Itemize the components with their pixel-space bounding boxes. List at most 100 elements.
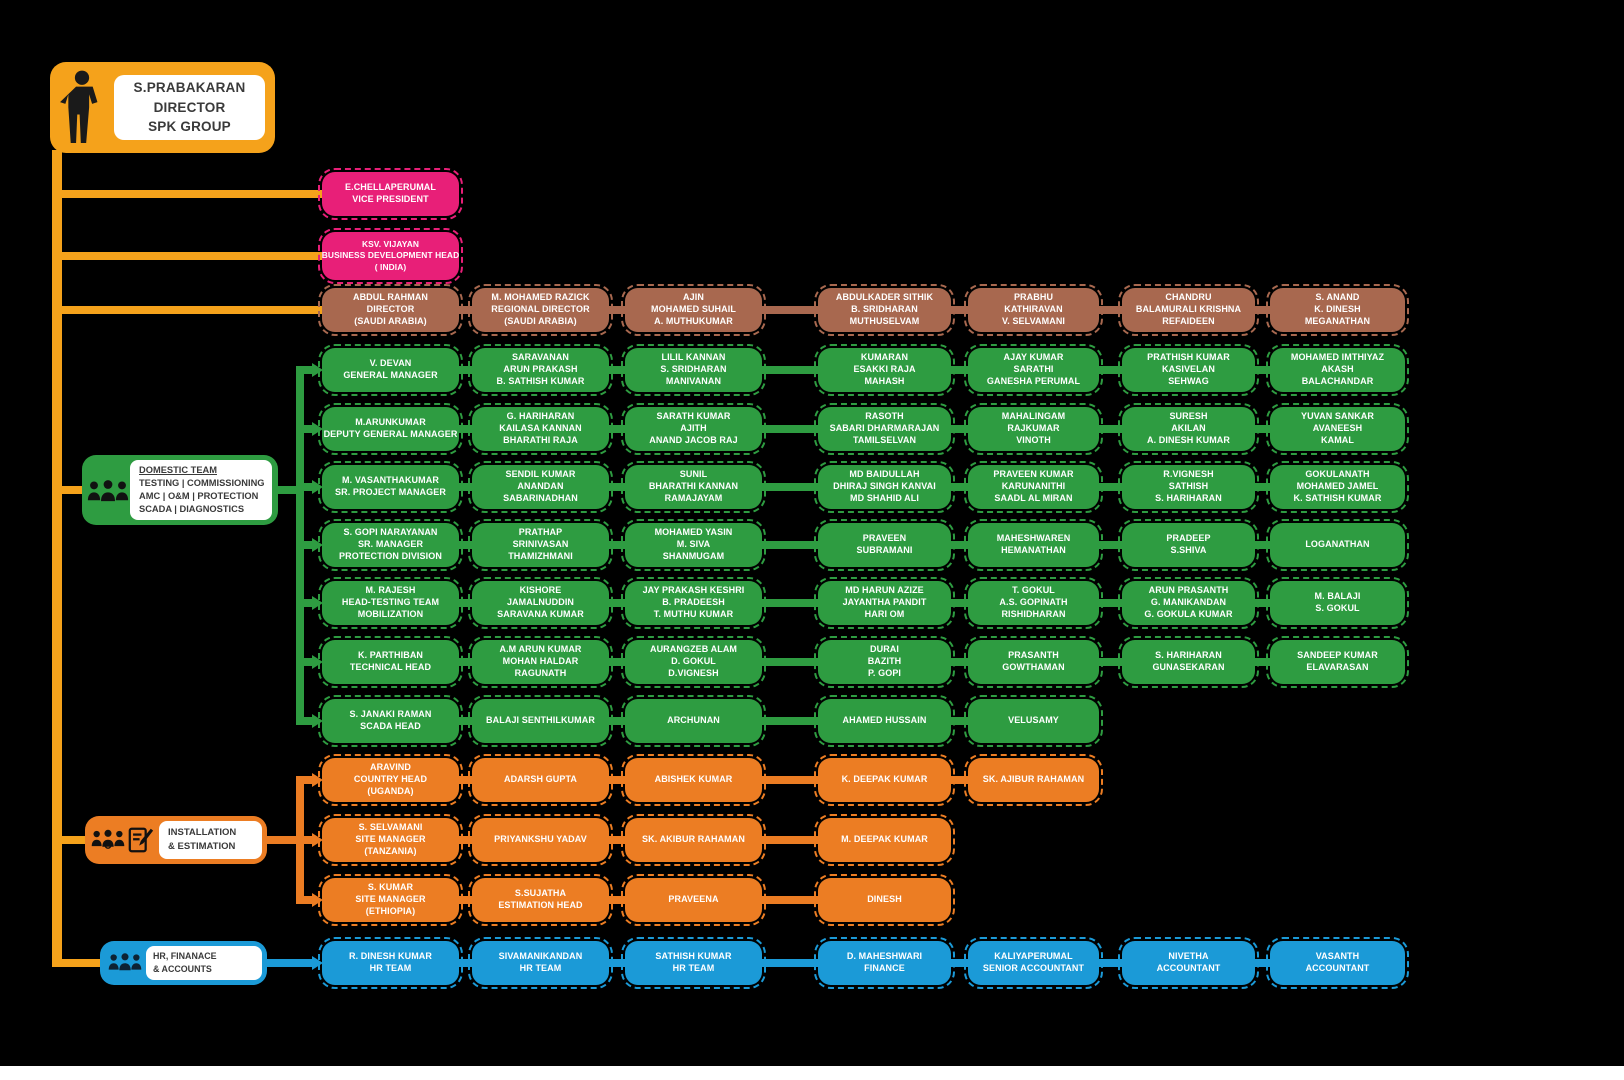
node-line: RAMAJAYAM <box>664 492 723 503</box>
node-line: MAHESHWAREN <box>996 533 1071 544</box>
node-line: AVANEESH <box>1312 423 1363 434</box>
connector-line <box>949 959 970 967</box>
connector-line <box>1253 541 1272 549</box>
connector-line <box>1097 658 1124 666</box>
connector-line <box>760 776 820 784</box>
node-line: BAZITH <box>867 656 902 667</box>
node-line: ARUN PRASANTH <box>1148 585 1229 596</box>
arrow-icon <box>312 538 323 552</box>
node-line: ADARSH GUPTA <box>503 774 578 785</box>
node-line: K. PARTHIBAN <box>357 650 424 661</box>
node-line: S. HARIHARAN <box>1155 492 1222 503</box>
node-line: SIVAMANIKANDAN <box>498 951 583 962</box>
node-line: AKILAN <box>1171 423 1206 434</box>
connector-line <box>607 717 627 725</box>
node-line: PRIYANKSHU YADAV <box>494 834 587 845</box>
node-line: GUNASEKARAN <box>1152 662 1225 672</box>
node-line: KASIVELAN <box>1162 364 1215 375</box>
node-line: VINOTH <box>1016 434 1051 445</box>
node-line: S. KUMAR <box>367 882 414 893</box>
node-line: ARUN PRAKASH <box>503 364 578 375</box>
node-line: R. DINESH KUMAR <box>348 951 432 962</box>
connector-line <box>1253 599 1272 607</box>
connector-line <box>457 896 474 904</box>
node-line: BALACHANDAR <box>1301 375 1374 386</box>
node-line: A. DINESH KUMAR <box>1146 434 1230 445</box>
connector-line <box>300 896 314 904</box>
hr-finance-card: HR, FINANACE & ACCOUNTS <box>146 946 262 980</box>
node-line: DIRECTOR <box>366 304 415 315</box>
connector-line <box>274 486 304 494</box>
connector-line <box>760 425 820 433</box>
node-line: BHARATHI RAJA <box>503 434 578 445</box>
node-line: HARI OM <box>864 608 905 619</box>
node-line: R.VIGNESH <box>1163 469 1214 480</box>
node-line: VICE PRESIDENT <box>352 194 429 204</box>
connector-line <box>760 306 820 314</box>
hr-finance-label: HR, FINANACE & ACCOUNTS <box>100 941 267 985</box>
node-line: MD BAIDULLAH <box>849 469 920 480</box>
node-line: G. MANIKANDAN <box>1150 597 1227 608</box>
node-line: TAMILSELVAN <box>852 434 917 445</box>
node-line: A.S. GOPINATH <box>999 597 1068 608</box>
node-line: M.ARUNKUMAR <box>355 417 426 428</box>
node-line: SABARINADHAN <box>503 492 578 503</box>
node-line: M. MOHAMED RAZICK <box>491 292 590 303</box>
node-line: M. SIVA <box>676 539 711 550</box>
node-line: JAYANTHA PANDIT <box>842 597 927 608</box>
node-line: (TANZANIA) <box>364 845 417 856</box>
installation-label: INSTALLATION & ESTIMATION <box>85 816 267 864</box>
node-line: SARAVANAN <box>511 352 570 363</box>
connector-line <box>57 190 327 198</box>
node-line: GENERAL MANAGER <box>343 370 438 380</box>
node-line: AHAMED HUSSAIN <box>842 715 927 726</box>
node-line: PRADEEP <box>1166 533 1211 544</box>
node-line: SCADA HEAD <box>360 721 421 731</box>
node-line: S. JANAKI RAMAN <box>349 709 432 720</box>
arrow-icon <box>312 833 323 847</box>
connector-line <box>1253 959 1272 967</box>
connector-line <box>57 252 327 260</box>
node-line: E.CHELLAPERUMAL <box>345 182 436 193</box>
node-line: GOWTHAMAN <box>1002 662 1065 672</box>
connector-line <box>607 836 627 844</box>
connector-line <box>457 483 474 491</box>
connector-line <box>760 483 820 491</box>
org-node: ARCHUNAN <box>621 695 766 747</box>
connector-line <box>1253 306 1272 314</box>
node-line: AJIN <box>683 292 704 303</box>
vice-president-node: E.CHELLAPERUMAL VICE PRESIDENT <box>318 168 463 220</box>
node-line: K. DEEPAK KUMAR <box>841 774 928 785</box>
domestic-team-label: DOMESTIC TEAM TESTING | COMMISSIONING AM… <box>82 455 278 525</box>
node-line: JAMALNUDDIN <box>506 597 575 608</box>
node-line: LILIL KANNAN <box>661 352 726 363</box>
node-line: BALAMURALI KRISHNA <box>1135 304 1242 315</box>
connector-line <box>760 836 820 844</box>
node-line: PRATHAP <box>518 527 563 538</box>
node-line: G. GOKULA KUMAR <box>1144 608 1233 619</box>
node-line: RAJKUMAR <box>1007 423 1060 434</box>
trunk-line <box>52 150 62 967</box>
arrow-icon <box>312 480 323 494</box>
node-line: MOHAMED IMTHIYAZ <box>1290 352 1385 363</box>
node-line: PROTECTION DIVISION <box>339 550 442 561</box>
node-line: KAMAL <box>1321 434 1354 445</box>
node-line: SURESH <box>1169 411 1208 422</box>
